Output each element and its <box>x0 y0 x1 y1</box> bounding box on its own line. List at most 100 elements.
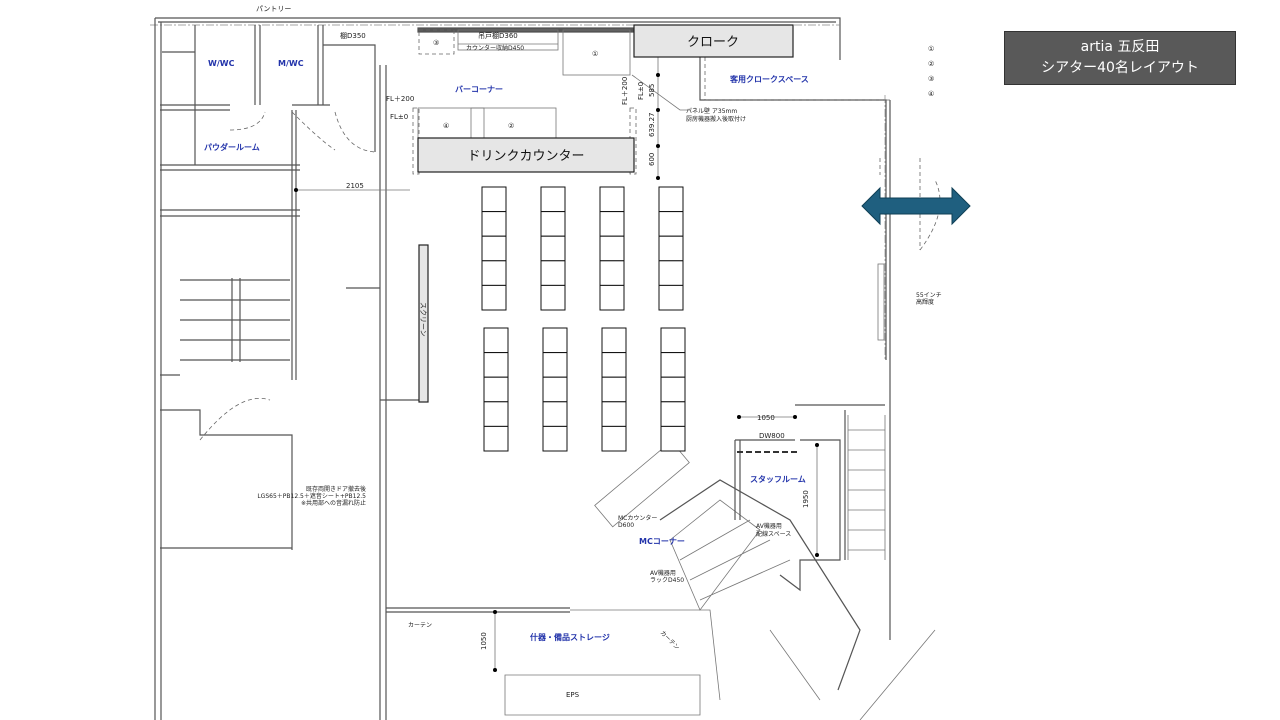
layout-title: artia 五反田 シアター40名レイアウト <box>1004 31 1236 85</box>
dim-600: 600 <box>648 153 656 166</box>
cloak-box <box>633 24 794 58</box>
title-line-1: artia 五反田 <box>1080 39 1160 55</box>
label-fl200: FL＋200 <box>386 95 414 103</box>
chair <box>599 186 625 213</box>
chair <box>542 327 568 354</box>
chair <box>658 211 684 237</box>
chair <box>599 260 625 286</box>
legend-3: ③ <box>928 75 934 83</box>
chair <box>542 352 568 378</box>
chair <box>599 235 625 262</box>
chair <box>601 401 627 427</box>
chair <box>601 376 627 403</box>
room-storage: 什器・備品ストレージ <box>530 632 610 642</box>
chair <box>483 352 509 378</box>
cloak-label: クローク <box>687 35 739 50</box>
chair <box>481 211 507 237</box>
curtain-a: カーテン <box>408 622 432 629</box>
marker-4: ④ <box>443 122 449 130</box>
av-rack-1: AV機器用 <box>650 569 676 577</box>
chair <box>658 260 684 286</box>
av-rack-2: ラックD450 <box>650 577 684 584</box>
screen <box>418 244 429 403</box>
tv-label-1: 55インチ <box>916 292 942 299</box>
mc-counter <box>594 440 690 528</box>
chair <box>542 401 568 427</box>
chair <box>601 425 627 452</box>
dim-2105: 2105 <box>346 182 364 190</box>
chair <box>601 327 627 354</box>
label-pantry: パントリー <box>256 5 291 13</box>
label-counter-storage: カウンター収納D450 <box>466 44 524 52</box>
chair <box>540 284 566 311</box>
chair <box>483 401 509 427</box>
chair <box>481 235 507 262</box>
title-line-2: シアター40名レイアウト <box>1041 60 1199 76</box>
label-fl0: FL±0 <box>390 113 408 121</box>
dimension-lines <box>294 40 819 672</box>
legend-2: ② <box>928 60 934 68</box>
drink-counter-label: ドリンクカウンター <box>467 149 584 164</box>
room-powder: パウダールーム <box>204 142 260 152</box>
marker-2: ② <box>508 122 514 130</box>
av-space-2: 配線スペース <box>756 530 791 538</box>
chair <box>481 260 507 286</box>
dim-585: 585 <box>648 84 656 97</box>
chair <box>540 186 566 213</box>
chair <box>542 376 568 403</box>
entrance-arrow-icon <box>861 186 971 226</box>
chair <box>481 284 507 311</box>
label-dw800: DW800 <box>759 432 785 440</box>
room-mc-corner: MCコーナー <box>639 537 685 546</box>
label-shelf: 棚D350 <box>340 31 366 40</box>
door-note-2: LGS65＋PB12.5＋遮音シート+PB12.5 <box>257 492 366 500</box>
chair <box>481 186 507 213</box>
mc-counter-2: D600 <box>618 522 634 529</box>
chair <box>483 425 509 452</box>
drink-counter <box>417 137 635 173</box>
room-staff: スタッフルーム <box>750 474 806 484</box>
room-wwc: W/WC <box>208 59 235 68</box>
chair <box>599 284 625 311</box>
dim-1050-top: 1050 <box>757 414 775 422</box>
note-panel-wall-2: 厨房機器搬入後取付け <box>686 115 746 123</box>
label-eps: EPS <box>566 691 580 699</box>
chair <box>660 327 686 354</box>
chair <box>660 376 686 403</box>
marker-3: ③ <box>433 39 439 47</box>
chair <box>483 327 509 354</box>
chair <box>658 235 684 262</box>
chair <box>540 260 566 286</box>
note-panel-wall-1: パネル壁 ア35mm <box>686 107 737 115</box>
dim-1050: 1050 <box>480 632 488 650</box>
room-guest-cloak: 客用クロークスペース <box>729 74 809 84</box>
av-space-1: AV機器用 <box>756 522 782 530</box>
chair <box>542 425 568 452</box>
chair <box>658 284 684 311</box>
legend-1: ① <box>928 45 934 53</box>
legend-4: ④ <box>928 90 934 98</box>
chair <box>601 352 627 378</box>
chair <box>540 235 566 262</box>
door-note-1: 既存両開きドア撤去後 <box>306 485 366 493</box>
tv-55inch <box>877 263 885 341</box>
label-cabinet: 吊戸棚D360 <box>478 31 518 40</box>
seating-layout <box>481 186 686 452</box>
label-fl0-b: FL±0 <box>637 82 645 100</box>
dim-63927: 639.27 <box>648 113 656 138</box>
walls <box>150 17 936 720</box>
chair <box>660 425 686 452</box>
chair <box>660 401 686 427</box>
chair <box>540 211 566 237</box>
screen-label: スクリーン <box>419 302 427 337</box>
dim-1950: 1950 <box>802 490 810 508</box>
room-mwc: M/WC <box>278 59 304 68</box>
door-note-3: ※共用部への音漏れ防止 <box>301 499 366 507</box>
curtain-b: カーテン <box>659 629 681 651</box>
chair <box>660 352 686 378</box>
marker-1: ① <box>592 50 598 58</box>
chair <box>483 376 509 403</box>
mc-counter-1: MCカウンター <box>618 514 657 522</box>
door-swings <box>199 111 941 441</box>
